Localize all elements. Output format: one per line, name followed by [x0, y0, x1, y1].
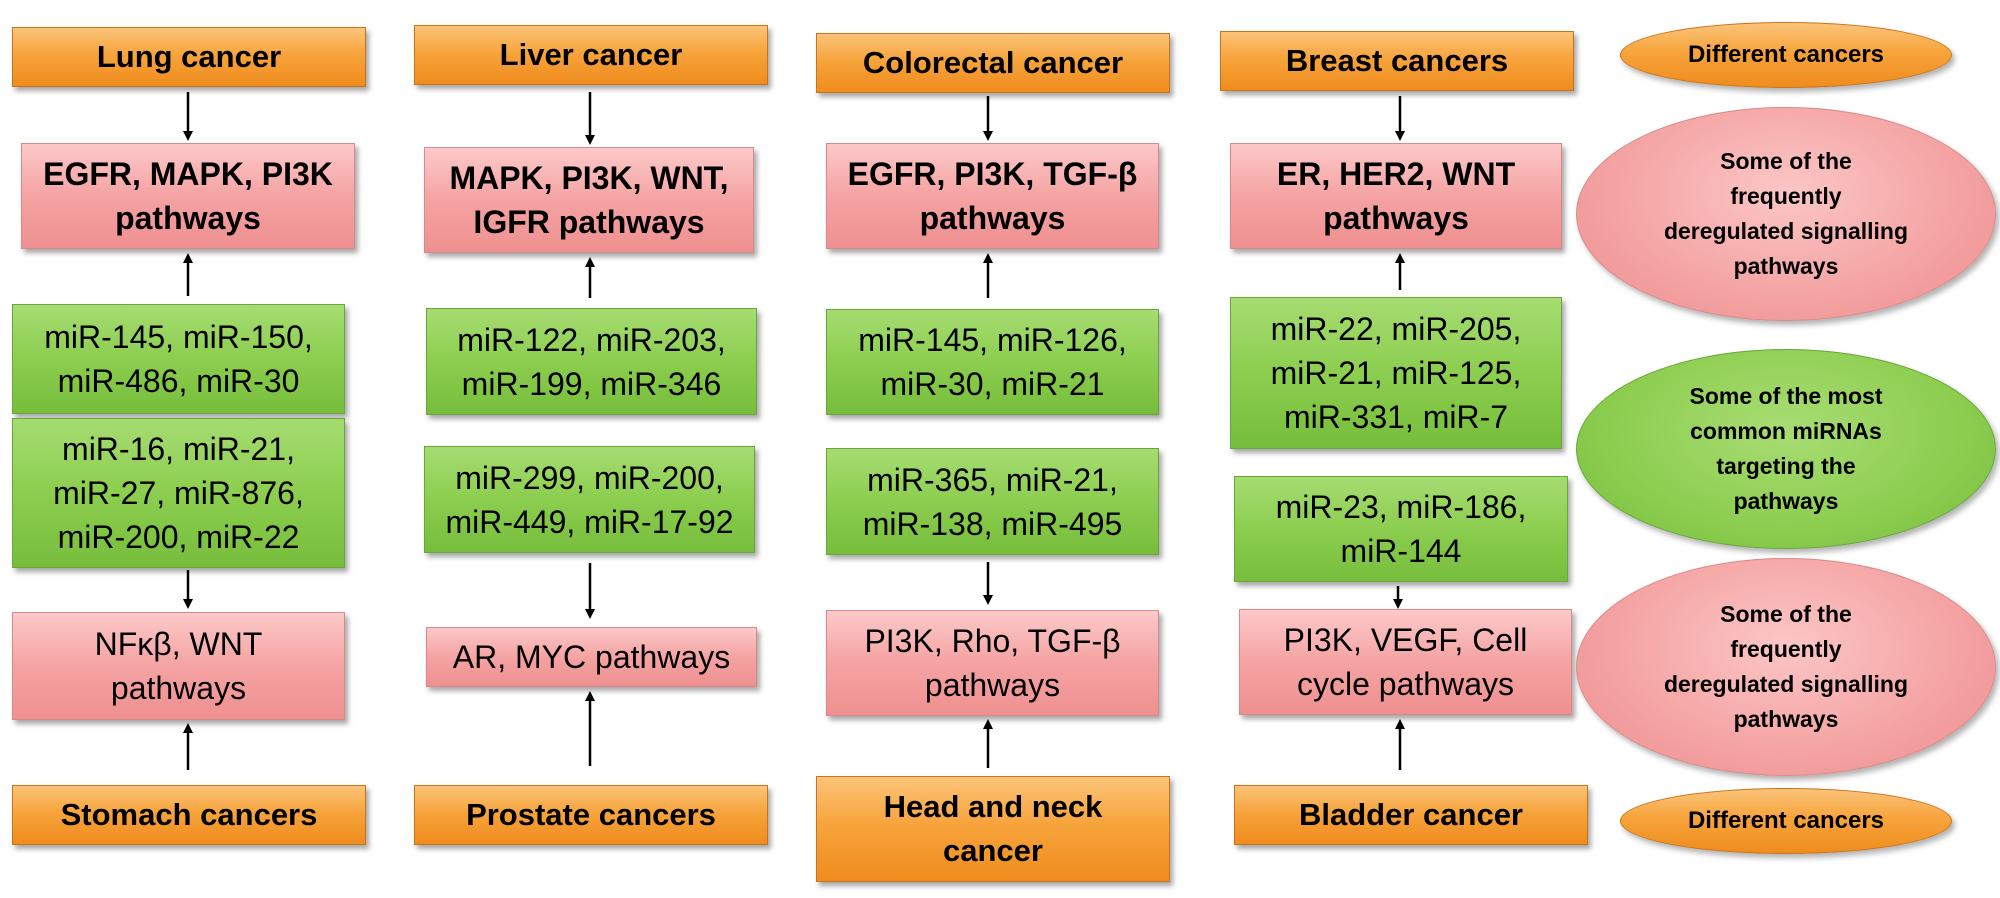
mirna-box-liver: miR-122, miR-203, miR-199, miR-346 — [426, 308, 757, 415]
legend-different-cancers-bottom: Different cancers — [1620, 788, 1952, 854]
legend-deregulated-pathways-top: Some of the frequently deregulated signa… — [1576, 107, 1996, 321]
pathway-box-head-neck: PI3K, Rho, TGF-β pathways — [826, 610, 1159, 716]
cancer-box-stomach: Stomach cancers — [12, 785, 366, 845]
cancer-box-lung: Lung cancer — [12, 27, 366, 87]
cancer-box-head-neck: Head and neck cancer — [816, 776, 1170, 882]
mirna-box-head-neck: miR-365, miR-21, miR-138, miR-495 — [826, 448, 1159, 555]
mirna-box-bladder: miR-23, miR-186, miR-144 — [1234, 476, 1568, 582]
cancer-box-colorectal: Colorectal cancer — [816, 33, 1170, 93]
cancer-box-prostate: Prostate cancers — [414, 785, 768, 845]
mirna-box-lung: miR-145, miR-150, miR-486, miR-30 — [12, 304, 345, 414]
pathway-box-liver: MAPK, PI3K, WNT, IGFR pathways — [424, 147, 754, 253]
pathway-box-stomach: NFκβ, WNT pathways — [12, 612, 345, 720]
mirna-box-breast: miR-22, miR-205, miR-21, miR-125, miR-33… — [1230, 297, 1562, 449]
cancer-box-bladder: Bladder cancer — [1234, 785, 1588, 845]
legend-deregulated-pathways-bottom: Some of the frequently deregulated signa… — [1576, 558, 1996, 776]
legend-different-cancers-top: Different cancers — [1620, 22, 1952, 88]
pathway-box-colorectal: EGFR, PI3K, TGF-β pathways — [826, 143, 1159, 249]
pathway-box-lung: EGFR, MAPK, PI3K pathways — [21, 143, 355, 249]
pathway-box-bladder: PI3K, VEGF, Cell cycle pathways — [1239, 609, 1572, 715]
cancer-box-breast: Breast cancers — [1220, 31, 1574, 91]
mirna-box-stomach: miR-16, miR-21, miR-27, miR-876, miR-200… — [12, 418, 345, 568]
pathway-box-breast: ER, HER2, WNT pathways — [1230, 143, 1562, 249]
cancer-box-liver: Liver cancer — [414, 25, 768, 85]
mirna-box-prostate: miR-299, miR-200, miR-449, miR-17-92 — [424, 446, 755, 553]
mirna-box-colorectal: miR-145, miR-126, miR-30, miR-21 — [826, 309, 1159, 415]
legend-common-mirnas: Some of the most common miRNAs targeting… — [1576, 349, 1996, 549]
pathway-box-prostate: AR, MYC pathways — [426, 627, 757, 687]
